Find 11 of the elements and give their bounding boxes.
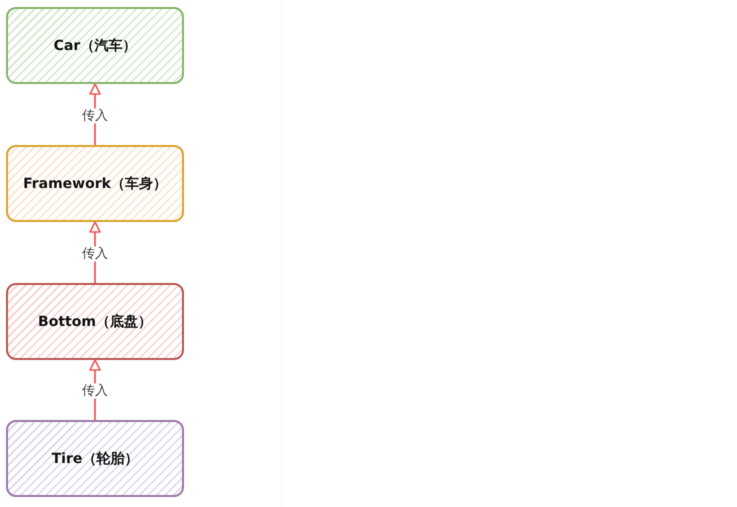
process-box: [6, 283, 184, 360]
box-label: Framework（车身）: [22, 174, 168, 194]
process-box: [6, 145, 184, 222]
edge-label: 传入: [81, 384, 109, 398]
edge-label: 传入: [81, 108, 109, 123]
box-label: Bottom（底盘）: [37, 312, 153, 332]
process-box: [6, 420, 184, 497]
edge-label: 传入: [81, 246, 109, 261]
box-label: Tire（轮胎）: [50, 450, 140, 468]
process-box: [6, 7, 184, 84]
box-label: Car（汽车）: [52, 36, 138, 56]
